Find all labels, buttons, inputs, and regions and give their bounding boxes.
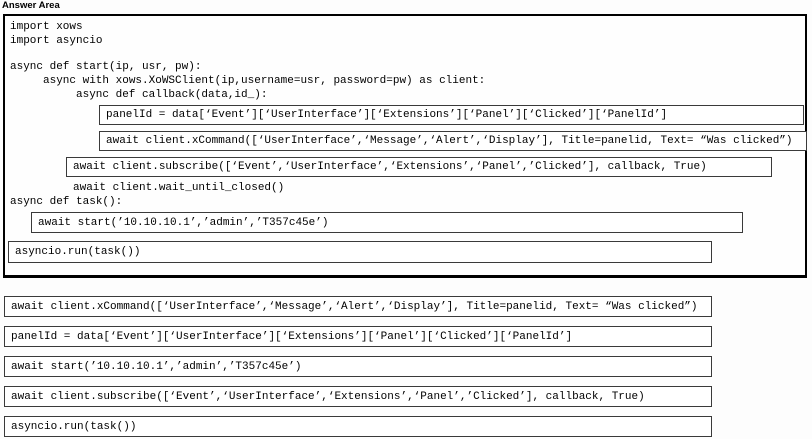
code-line-import-asyncio: import asyncio: [10, 35, 103, 47]
option-await-start[interactable]: await start(’10.10.10.1’,’admin’,’T357c4…: [4, 356, 712, 377]
option-asyncio-run[interactable]: asyncio.run(task()): [4, 416, 712, 437]
option-subscribe-text: await client.subscribe([‘Event’,‘UserInt…: [11, 390, 645, 403]
answer-slot-panelid[interactable]: panelId = data[‘Event’][‘UserInterface’]…: [99, 105, 804, 125]
code-line-def-callback: async def callback(data,id_):: [76, 89, 268, 101]
option-await-start-text: await start(’10.10.10.1’,’admin’,’T357c4…: [11, 360, 302, 373]
answer-slot-xcommand[interactable]: await client.xCommand([‘UserInterface’,‘…: [99, 131, 807, 151]
code-line-def-start: async def start(ip, usr, pw):: [10, 61, 202, 73]
answer-slot-panelid-text: panelId = data[‘Event’][‘UserInterface’]…: [106, 109, 668, 121]
option-xcommand-text: await client.xCommand([‘UserInterface’,‘…: [11, 300, 698, 313]
answer-slot-subscribe[interactable]: await client.subscribe([‘Event’,‘UserInt…: [66, 157, 772, 177]
answer-area-panel: import xows import asyncio async def sta…: [3, 14, 807, 278]
answer-slot-xcommand-text: await client.xCommand([‘UserInterface’,‘…: [106, 135, 793, 147]
answer-area-title: Answer Area: [2, 0, 60, 11]
option-panelid[interactable]: panelId = data[‘Event’][‘UserInterface’]…: [4, 326, 712, 347]
option-subscribe[interactable]: await client.subscribe([‘Event’,‘UserInt…: [4, 386, 712, 407]
answer-slot-asyncio-run[interactable]: asyncio.run(task()): [8, 241, 712, 263]
option-panelid-text: panelId = data[‘Event’][‘UserInterface’]…: [11, 330, 573, 343]
code-line-import-xows: import xows: [10, 21, 83, 33]
answer-slot-await-start-text: await start(’10.10.10.1’,’admin’,’T357c4…: [38, 216, 329, 229]
code-line-async-with: async with xows.XoWSClient(ip,username=u…: [43, 75, 486, 87]
answer-slot-await-start[interactable]: await start(’10.10.10.1’,’admin’,’T357c4…: [31, 212, 743, 233]
code-line-def-task: async def task():: [10, 196, 123, 208]
answer-slot-subscribe-text: await client.subscribe([‘Event’,‘UserInt…: [73, 161, 707, 173]
option-asyncio-run-text: asyncio.run(task()): [11, 420, 137, 433]
option-xcommand[interactable]: await client.xCommand([‘UserInterface’,‘…: [4, 296, 712, 317]
code-line-wait-until-closed: await client.wait_until_closed(): [73, 182, 285, 194]
answer-slot-asyncio-run-text: asyncio.run(task()): [15, 246, 141, 258]
